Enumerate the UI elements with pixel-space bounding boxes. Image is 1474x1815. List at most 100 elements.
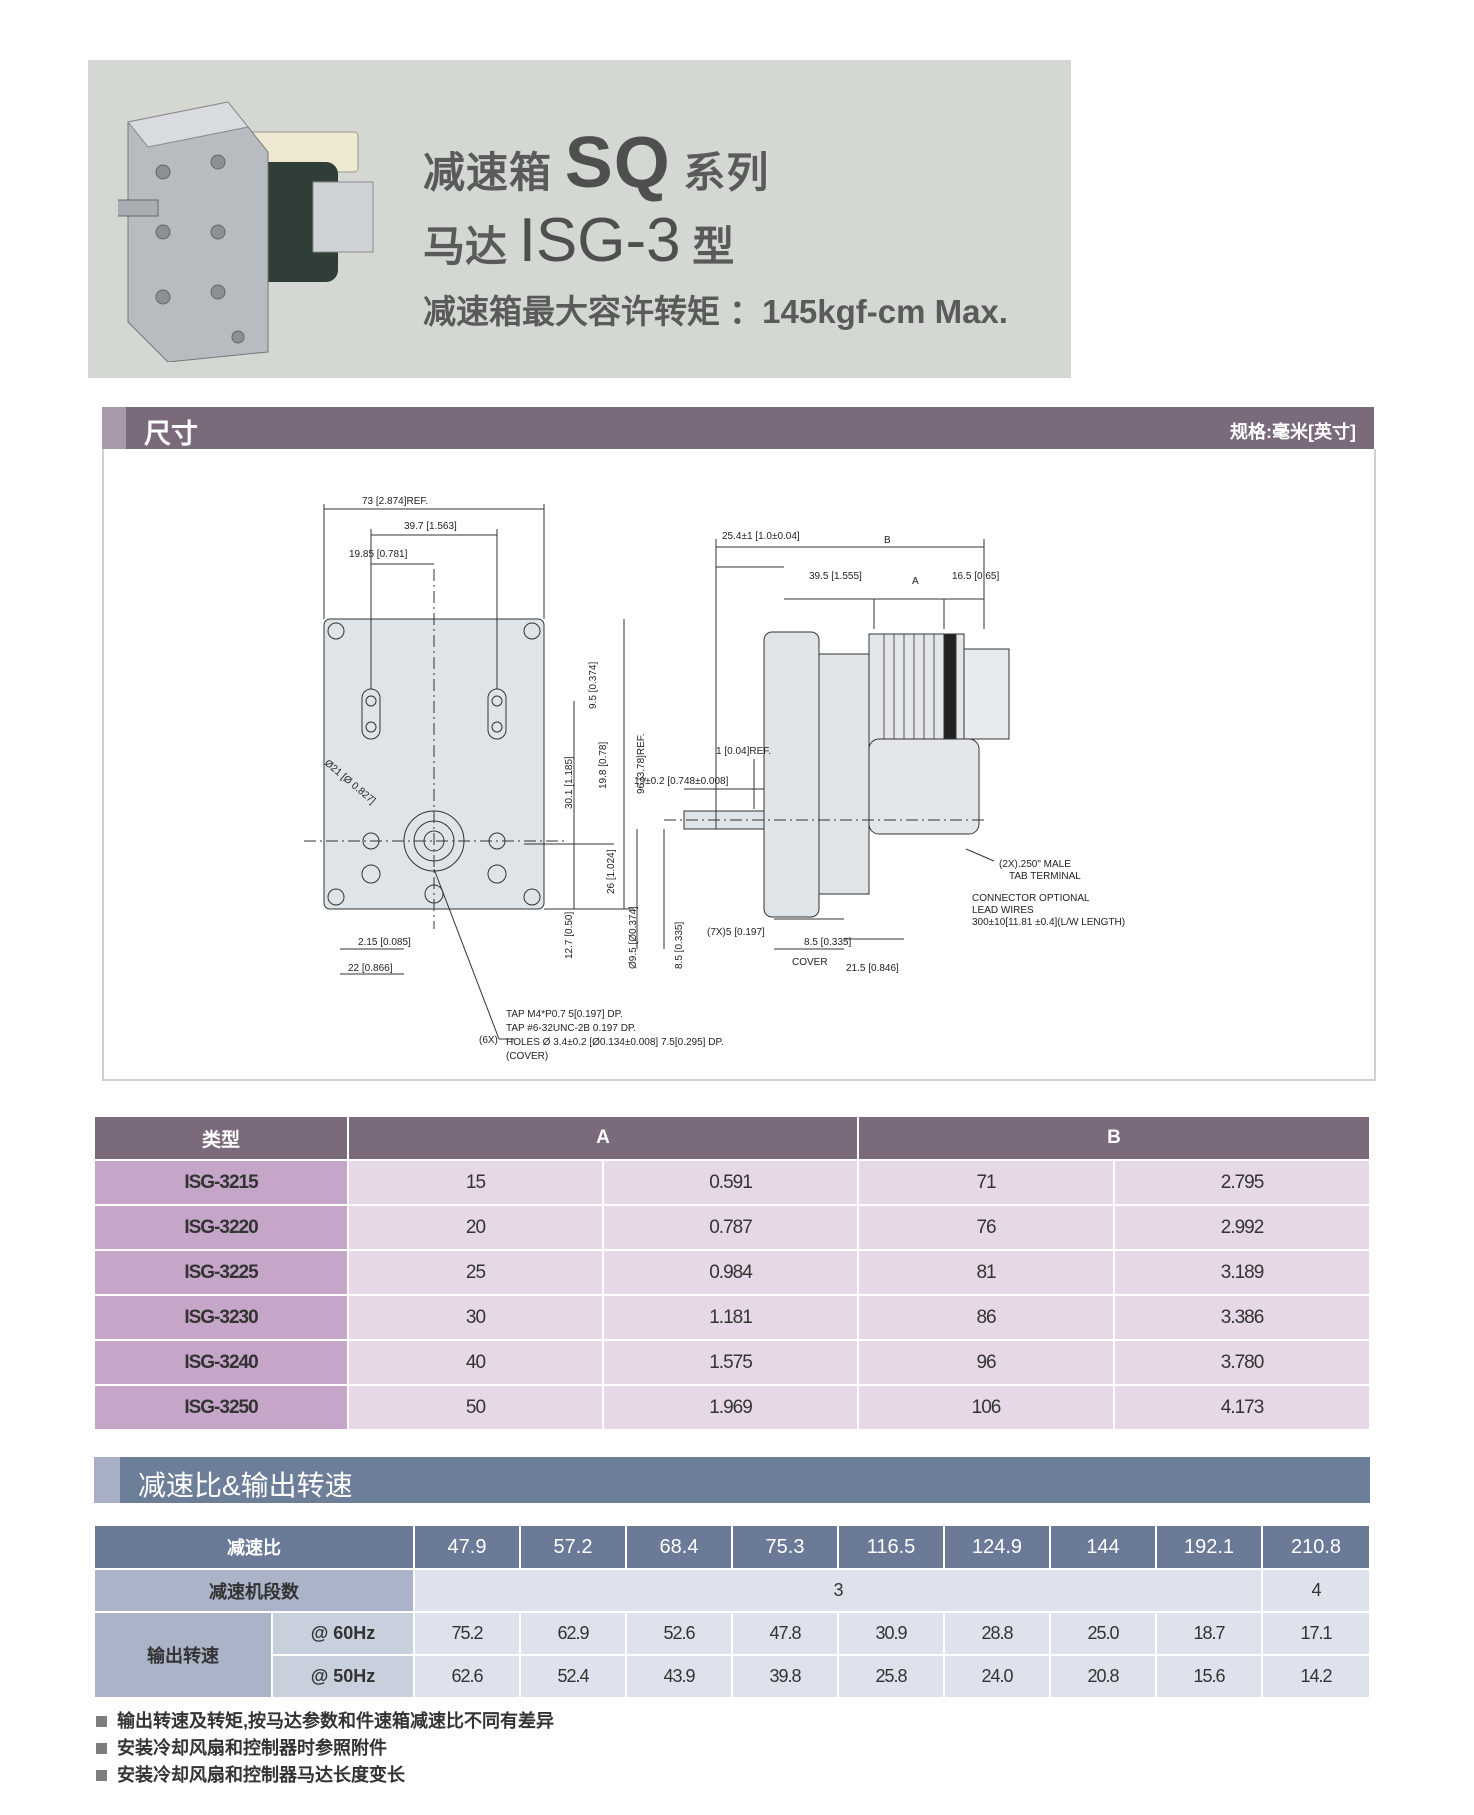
model-cell: ISG-3250 [95, 1384, 349, 1429]
b-in-cell: 2.992 [1114, 1204, 1372, 1250]
speed-cell: 52.6 [626, 1611, 733, 1655]
table-row: ISG-3215 15 0.591 71 2.795 [95, 1159, 1372, 1205]
max-torque-text: 减速箱最大容许转矩 ：145kgf-cm Max. [423, 293, 1008, 330]
ratio-value: 75.3 [732, 1526, 839, 1569]
dim-overall-width: 73 [2.874]REF. [362, 496, 428, 507]
hz50-label: @ 50Hz [272, 1654, 415, 1697]
ratio-value: 210.8 [1262, 1526, 1371, 1569]
note-item: 安装冷却风扇和控制器时参照附件 [96, 1735, 554, 1762]
a-in-cell: 1.575 [603, 1339, 860, 1385]
b-in-cell: 2.795 [1114, 1159, 1372, 1205]
dim-c: 26 [1.024] [606, 849, 617, 894]
b-in-cell: 3.189 [1114, 1249, 1372, 1295]
bullet-square-icon [96, 1743, 107, 1754]
speed-cell: 14.2 [1262, 1654, 1371, 1697]
dim-d: 12.7 [0.50] [564, 912, 575, 959]
model-cell: ISG-3215 [95, 1159, 349, 1205]
male-tab-1: (2X).250" MALE [999, 859, 1071, 870]
a-in-cell: 0.984 [603, 1249, 860, 1295]
a-mm-cell: 25 [348, 1249, 604, 1295]
dim-side-dia95: Ø9.5 [Ø0.374] [628, 906, 639, 969]
stages-value-last: 4 [1262, 1568, 1371, 1612]
speed-cell: 15.6 [1156, 1654, 1263, 1697]
speed-cell: 17.1 [1262, 1611, 1371, 1655]
dimension-table-body: ISG-3215 15 0.591 71 2.795 ISG-3220 20 0… [95, 1159, 1372, 1429]
motor-model-title: 马达 ISG-3 型 [423, 206, 735, 275]
dimension-table-header: 类型 A B [95, 1117, 1372, 1160]
table-row: ISG-3230 30 1.181 86 3.386 [95, 1294, 1372, 1340]
ratio-value: 47.9 [414, 1526, 521, 1569]
model-cell: ISG-3230 [95, 1294, 349, 1340]
connector-2: LEAD WIRES [972, 905, 1034, 916]
gearbox-motor-photo [118, 101, 374, 362]
speed-cell: 30.9 [838, 1611, 945, 1655]
ratio-table: 减速比 47.9 57.2 68.4 75.3 116.5 124.9 144 … [95, 1526, 1371, 1697]
b-mm-cell: 81 [858, 1249, 1116, 1295]
table-row: ISG-3220 20 0.787 76 2.992 [95, 1204, 1372, 1250]
notes-list: 输出转速及转矩,按马达参数和件速箱减速比不同有差异 安装冷却风扇和控制器时参照附… [96, 1708, 554, 1789]
ratio-value: 144 [1050, 1526, 1157, 1569]
ratio-section-title: 减速比&输出转速 [138, 1470, 353, 1501]
bullet-square-icon [96, 1716, 107, 1727]
note-item: 安装冷却风扇和控制器马达长度变长 [96, 1762, 554, 1789]
dim-slot-offset: 9.5 [0.374] [588, 662, 599, 709]
dim-side-7x: (7X)5 [0.197] [707, 927, 765, 938]
ratio-value: 68.4 [626, 1526, 733, 1569]
dim-side-85b: 8.5 [0.335] [804, 937, 851, 948]
holes-spec: HOLES Ø 3.4±0.2 [Ø0.134±0.008] 7.5[0.295… [506, 1037, 724, 1048]
dim-a-front: 30.1 [1.185] [564, 756, 575, 809]
dimension-drawing-panel: 73 [2.874]REF. 39.7 [1.563] 19.85 [0.781… [102, 449, 1376, 1081]
b-in-cell: 4.173 [1114, 1384, 1372, 1429]
speed-cell: 25.0 [1050, 1611, 1157, 1655]
hero-banner: 减速箱 SQ 系列 马达 ISG-3 型 减速箱最大容许转矩 ：145kgf-c… [88, 60, 1071, 378]
note-text: 安装冷却风扇和控制器马达长度变长 [117, 1765, 405, 1785]
a-in-cell: 1.181 [603, 1294, 860, 1340]
male-tab-2: TAB TERMINAL [1009, 871, 1081, 882]
a-in-cell: 0.787 [603, 1204, 860, 1250]
connector-1: CONNECTOR OPTIONAL [972, 893, 1090, 904]
speed-cell: 39.8 [732, 1654, 839, 1697]
col-a: A [348, 1117, 860, 1160]
b-mm-cell: 76 [858, 1204, 1116, 1250]
ratio-section-header: 减速比&输出转速 [94, 1457, 1370, 1503]
stages-row: 减速机段数 3 4 [95, 1568, 1371, 1612]
speed-cell: 28.8 [944, 1611, 1051, 1655]
cover-label: COVER [792, 957, 828, 968]
a-in-cell: 1.969 [603, 1384, 860, 1429]
stages-label: 减速机段数 [95, 1568, 415, 1612]
speed-cell: 24.0 [944, 1654, 1051, 1697]
b-mm-cell: 96 [858, 1339, 1116, 1385]
model-cell: ISG-3225 [95, 1249, 349, 1295]
bullet-square-icon [96, 1770, 107, 1781]
ratio-header-row: 减速比 47.9 57.2 68.4 75.3 116.5 124.9 144 … [95, 1526, 1371, 1569]
speed-50hz-row: @ 50Hz 62.6 52.4 43.9 39.8 25.8 24.0 20.… [95, 1654, 1371, 1697]
callout-6x: (6X) [479, 1035, 498, 1046]
dim-side-shaft: 25.4±1 [1.0±0.04] [722, 531, 800, 542]
col-type: 类型 [95, 1117, 349, 1160]
dimension-table: 类型 A B ISG-3215 15 0.591 71 2.795 ISG-32… [95, 1117, 1372, 1429]
series-title: 减速箱 SQ 系列 [423, 123, 770, 203]
dim-side-1: 1 [0.04]REF. [716, 746, 771, 757]
note-text: 输出转速及转矩,按马达参数和件速箱减速比不同有差异 [117, 1711, 554, 1731]
col-b: B [858, 1117, 1372, 1160]
dim-side-39: 39.5 [1.555] [809, 571, 862, 582]
tap-m4: TAP M4*P0.7 5[0.197] DP. [506, 1009, 623, 1020]
dim-side-16: 16.5 [0.65] [952, 571, 999, 582]
cover-note: (COVER) [506, 1051, 548, 1062]
a-mm-cell: 30 [348, 1294, 604, 1340]
note-text: 安装冷却风扇和控制器时参照附件 [117, 1738, 387, 1758]
dimensions-title: 尺寸 [144, 419, 198, 449]
speed-cell: 25.8 [838, 1654, 945, 1697]
model-cell: ISG-3220 [95, 1204, 349, 1250]
speed-cell: 20.8 [1050, 1654, 1157, 1697]
a-mm-cell: 40 [348, 1339, 604, 1385]
ratio-value: 124.9 [944, 1526, 1051, 1569]
dim-side-19: 19±0.2 [0.748±0.008] [634, 776, 729, 787]
stages-value-main: 3 [414, 1568, 1263, 1612]
table-row: ISG-3250 50 1.969 106 4.173 [95, 1384, 1372, 1429]
unit-note: 规格:毫米[英寸] [1230, 422, 1356, 442]
speed-cell: 62.9 [520, 1611, 627, 1655]
header-accent [94, 1457, 120, 1503]
speed-cell: 43.9 [626, 1654, 733, 1697]
b-mm-cell: 71 [858, 1159, 1116, 1205]
